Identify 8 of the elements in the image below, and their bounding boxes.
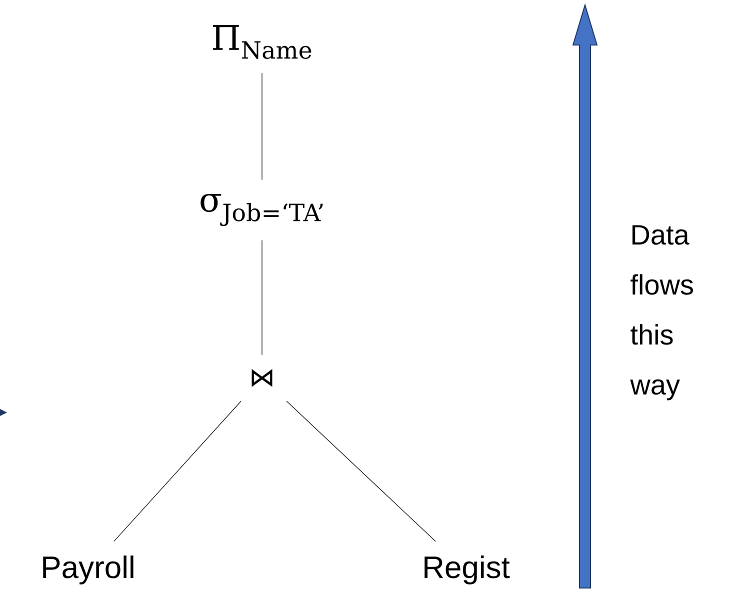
tree-edge	[114, 400, 242, 542]
join-symbol: ⋈	[252, 369, 272, 387]
relation-name: Regist	[424, 556, 510, 584]
relation-name: Payroll	[43, 556, 134, 584]
operator-label: σ$_{Job=‘TA’}$	[200, 194, 323, 226]
tree-edge	[286, 400, 436, 542]
operator-label: Π$_{Name}$	[212, 25, 312, 59]
caption-text: Data flows this way	[630, 225, 693, 400]
